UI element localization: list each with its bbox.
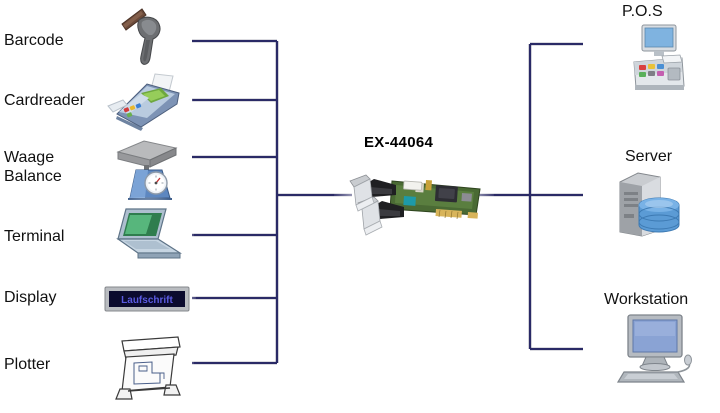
device-server (606, 164, 690, 246)
label-waage-balance: Waage Balance (4, 149, 62, 185)
device-workstation (610, 306, 702, 392)
page-title: EX-44064 (364, 134, 434, 151)
card-reader-icon (107, 73, 180, 131)
label-workstation: Workstation (604, 291, 689, 308)
device-waage-balance (104, 130, 190, 208)
label-cardreader: Cardreader (4, 92, 85, 109)
label-display: Display (4, 289, 57, 306)
device-display: Laufschrift (98, 279, 196, 319)
barcode-scanner-icon (121, 8, 161, 65)
server-database-icon (619, 172, 680, 237)
led-display-icon: Laufschrift (104, 286, 190, 312)
device-pos (620, 16, 696, 100)
device-cardreader (101, 66, 193, 138)
device-terminal (102, 197, 194, 271)
label-terminal: Terminal (4, 228, 65, 245)
display-screen-text: Laufschrift (121, 295, 173, 306)
label-server: Server (625, 148, 673, 165)
device-plotter (102, 327, 194, 409)
terminal-laptop-icon (116, 208, 183, 259)
pcie-serial-card-icon (349, 174, 481, 236)
device-barcode (106, 0, 190, 76)
workstation-pc-icon (616, 314, 692, 383)
plotter-icon (115, 336, 181, 400)
point-of-sale-icon (633, 24, 685, 90)
label-barcode: Barcode (4, 32, 64, 49)
label-pos: P.O.S (622, 3, 663, 20)
device-ex-44064-card (334, 157, 494, 253)
label-plotter: Plotter (4, 356, 51, 373)
scale-icon (116, 140, 178, 200)
